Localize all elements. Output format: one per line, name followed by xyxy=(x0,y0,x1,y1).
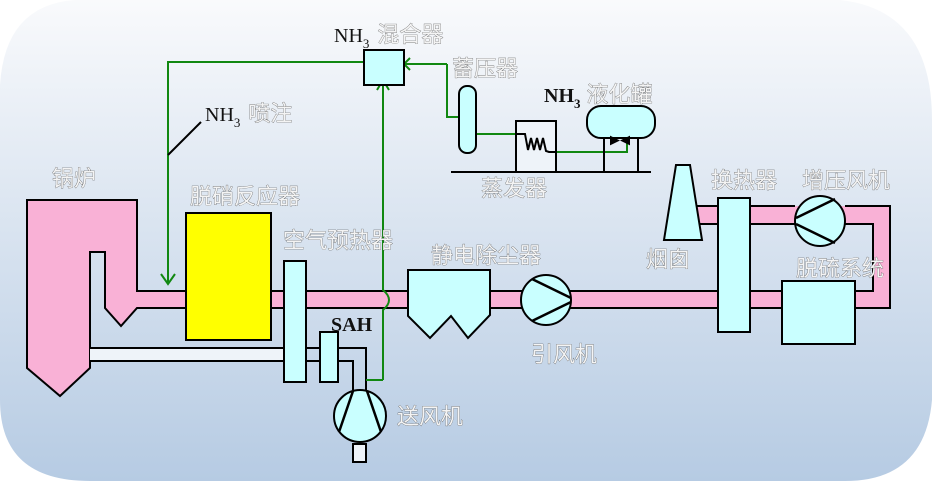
chimney xyxy=(662,164,704,241)
label-air-preheater: 空气预热器 xyxy=(283,229,393,254)
label-accumulator: 蓄压器 xyxy=(452,57,518,82)
nh3-subscript: 3 xyxy=(363,36,370,51)
heat-exchanger xyxy=(717,197,751,333)
label-id-fan: 引风机 xyxy=(531,343,597,368)
evaporator xyxy=(515,120,557,173)
flue-duct-chimney xyxy=(695,206,718,224)
nh3-subscript: 3 xyxy=(234,115,241,130)
label-fgd: 脱硫系统 xyxy=(796,257,884,282)
nh3-subscript: 3 xyxy=(574,96,581,111)
nh3-formula: NH xyxy=(544,85,574,107)
label-boiler: 锅炉 xyxy=(52,167,96,192)
flue-duct-fgd-return xyxy=(750,206,890,308)
fd-fan xyxy=(333,389,387,463)
label-scr-reactor: 脱硝反应器 xyxy=(190,185,300,210)
booster-fan xyxy=(794,195,846,247)
flue-duct-aph-esp xyxy=(306,291,408,308)
nh3-injection-pointer xyxy=(167,121,202,156)
accumulator xyxy=(458,85,477,154)
esp xyxy=(407,269,491,340)
label-fd-fan: 送风机 xyxy=(397,405,463,430)
nh3-tank xyxy=(586,105,656,172)
valve-icon xyxy=(610,135,630,146)
injection-name: 喷注 xyxy=(248,102,292,127)
nh3-formula: NH xyxy=(334,25,363,47)
air-preheater xyxy=(283,260,307,383)
sah xyxy=(319,331,339,383)
nh3-formula: NH xyxy=(205,104,234,126)
boiler xyxy=(26,199,187,398)
label-chimney: 烟囱 xyxy=(646,248,690,273)
flue-duct-esp-fan xyxy=(490,291,526,308)
label-nh3-tank: NH3 液化罐 xyxy=(544,83,653,111)
label-nh3-mixer: NH3 混合器 xyxy=(334,23,443,51)
air-duct xyxy=(90,348,284,361)
air-duct-fan xyxy=(338,347,367,390)
flue-duct-hx-fgd xyxy=(750,291,782,308)
label-esp: 静电除尘器 xyxy=(431,244,541,269)
label-sah: SAH xyxy=(331,314,373,336)
nh3-mixer xyxy=(363,49,405,86)
label-booster-fan: 增压风机 xyxy=(802,169,890,194)
scr-reactor xyxy=(185,212,272,341)
tank-name: 液化罐 xyxy=(587,83,653,108)
label-nh3-injection: NH3 喷注 xyxy=(205,102,292,130)
mixer-name: 混合器 xyxy=(377,23,443,48)
flue-duct-fan-hx xyxy=(570,291,718,308)
fgd-unit xyxy=(781,280,856,345)
label-evaporator: 蒸发器 xyxy=(481,177,547,202)
label-heat-exchanger: 换热器 xyxy=(711,169,777,194)
id-fan xyxy=(520,274,572,326)
